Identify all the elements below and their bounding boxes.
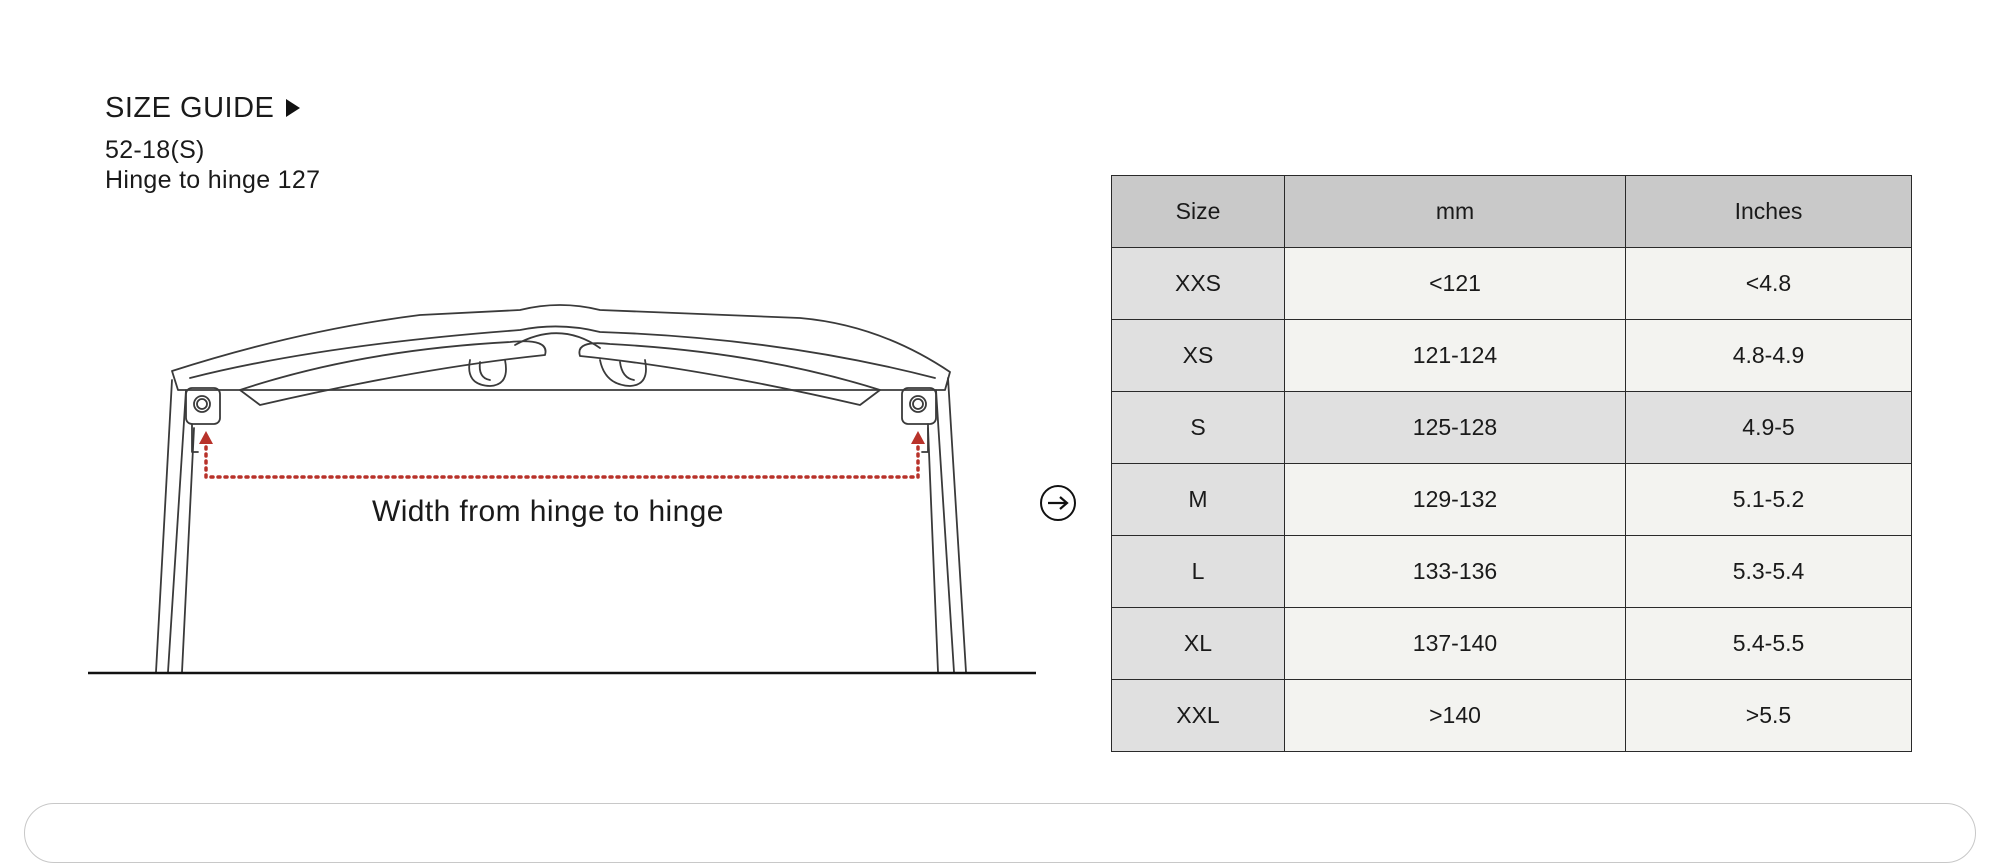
table-row-selected: S 125-128 4.9-5: [1111, 391, 1912, 464]
right-arrowhead: [911, 431, 925, 444]
arrow-right-icon: [1048, 496, 1069, 510]
cell-inches: 5.1-5.2: [1625, 463, 1912, 536]
cell-mm: 121-124: [1284, 319, 1626, 392]
table-header-row: Size mm Inches: [1111, 175, 1912, 248]
header-mm: mm: [1284, 175, 1626, 248]
frame-top-rim: [171, 304, 951, 391]
cell-size: S: [1111, 391, 1285, 464]
cell-inches: 5.4-5.5: [1625, 607, 1912, 680]
table-row: XL 137-140 5.4-5.5: [1111, 607, 1912, 680]
size-guide-title: SIZE GUIDE: [105, 92, 275, 124]
table-row: XXS <121 <4.8: [1111, 247, 1912, 320]
cell-mm: >140: [1284, 679, 1626, 752]
right-hinge: [901, 387, 937, 425]
frame-size-text: 52-18(S): [105, 136, 205, 164]
play-triangle-icon: [286, 98, 301, 117]
cell-size: L: [1111, 535, 1285, 608]
header-inches: Inches: [1625, 175, 1912, 248]
left-arrowhead: [199, 431, 213, 444]
left-temple: [155, 379, 195, 673]
cell-size: M: [1111, 463, 1285, 536]
size-table: Size mm Inches XXS <121 <4.8 XS 121-124 …: [1111, 175, 1912, 752]
cell-size: XS: [1111, 319, 1285, 392]
cell-inches: >5.5: [1625, 679, 1912, 752]
cell-size: XL: [1111, 607, 1285, 680]
cell-mm: <121: [1284, 247, 1626, 320]
cell-size: XXS: [1111, 247, 1285, 320]
cell-inches: 5.3-5.4: [1625, 535, 1912, 608]
cell-mm: 137-140: [1284, 607, 1626, 680]
right-temple: [927, 377, 967, 673]
cell-inches: 4.9-5: [1625, 391, 1912, 464]
next-arrow-button[interactable]: [1040, 485, 1076, 521]
bottom-card: [24, 803, 1976, 863]
cell-size: XXL: [1111, 679, 1285, 752]
header-size: Size: [1111, 175, 1285, 248]
glasses-diagram: [88, 304, 1036, 675]
left-hinge: [185, 387, 221, 425]
cell-mm: 125-128: [1284, 391, 1626, 464]
table-row: M 129-132 5.1-5.2: [1111, 463, 1912, 536]
diagram-label: Width from hinge to hinge: [372, 495, 724, 528]
cell-inches: <4.8: [1625, 247, 1912, 320]
table-row: XXL >140 >5.5: [1111, 679, 1912, 752]
cell-mm: 129-132: [1284, 463, 1626, 536]
cell-inches: 4.8-4.9: [1625, 319, 1912, 392]
table-row: XS 121-124 4.8-4.9: [1111, 319, 1912, 392]
hinge-width-measure: [204, 445, 920, 479]
cell-mm: 133-136: [1284, 535, 1626, 608]
size-guide-toggle[interactable]: SIZE GUIDE: [105, 92, 301, 125]
hinge-to-hinge-text: Hinge to hinge 127: [105, 166, 321, 194]
table-row: L 133-136 5.3-5.4: [1111, 535, 1912, 608]
